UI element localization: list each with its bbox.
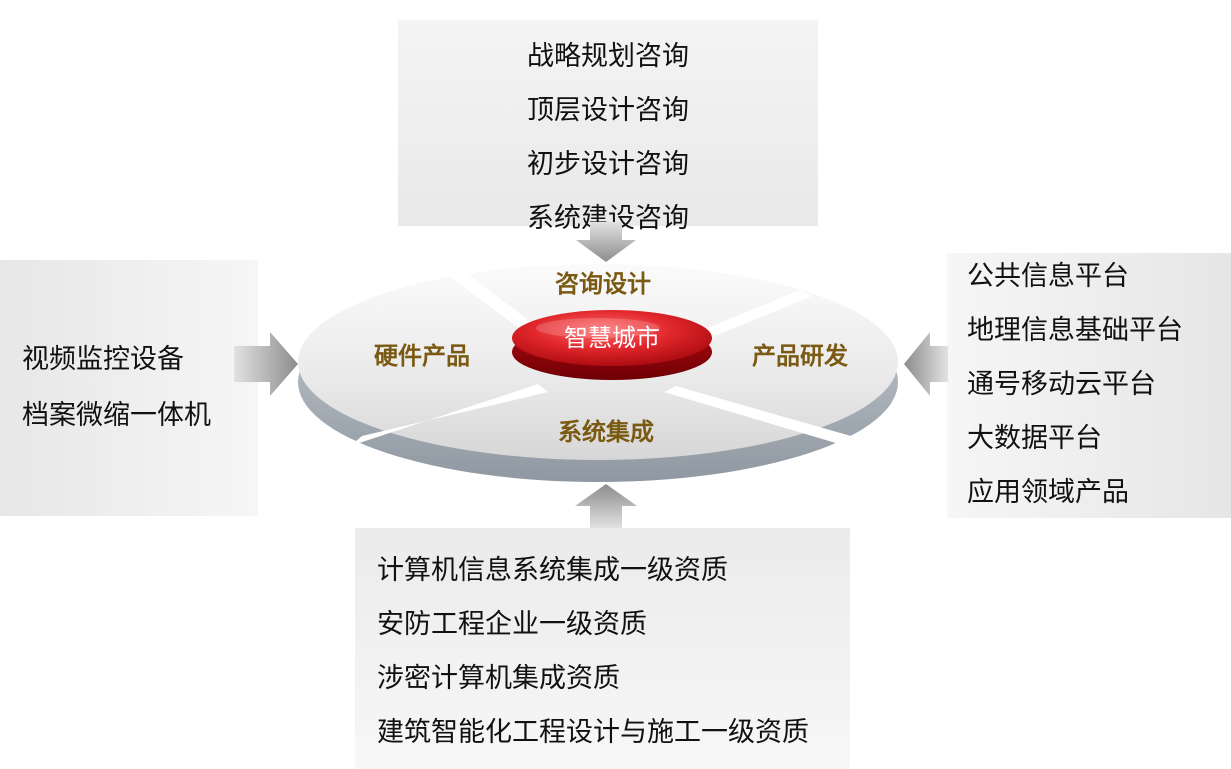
rnd-item: 大数据平台 xyxy=(967,423,1102,454)
arrow-down-icon xyxy=(576,222,636,262)
integration-item: 涉密计算机集成资质 xyxy=(377,663,620,694)
hardware-item: 视频监控设备 xyxy=(22,344,184,375)
rnd-item: 地理信息基础平台 xyxy=(967,315,1183,346)
segment-label-rnd: 产品研发 xyxy=(752,342,848,370)
arrow-left-icon xyxy=(904,332,948,396)
center-label: 智慧城市 xyxy=(564,324,660,352)
segment-label-hardware: 硬件产品 xyxy=(374,342,470,370)
rnd-panel: 公共信息平台 地理信息基础平台 通号移动云平台 大数据平台 应用领域产品 xyxy=(947,253,1231,518)
consulting-item: 顶层设计咨询 xyxy=(527,95,689,126)
rnd-list: 公共信息平台 地理信息基础平台 通号移动云平台 大数据平台 应用领域产品 xyxy=(967,250,1183,520)
integration-list: 计算机信息系统集成一级资质 安防工程企业一级资质 涉密计算机集成资质 建筑智能化… xyxy=(377,544,809,760)
integration-item: 计算机信息系统集成一级资质 xyxy=(377,555,728,586)
integration-panel: 计算机信息系统集成一级资质 安防工程企业一级资质 涉密计算机集成资质 建筑智能化… xyxy=(355,528,850,769)
segment-label-integration: 系统集成 xyxy=(558,418,654,446)
hardware-item: 档案微缩一体机 xyxy=(22,400,211,431)
center-hub: 智慧城市 xyxy=(512,310,712,380)
integration-item: 建筑智能化工程设计与施工一级资质 xyxy=(377,717,809,748)
consulting-item: 战略规划咨询 xyxy=(527,41,689,72)
arrow-right-icon xyxy=(234,332,298,396)
hardware-list: 视频监控设备 档案微缩一体机 xyxy=(22,332,211,444)
arrow-up-icon xyxy=(575,484,637,528)
segment-label-consulting: 咨询设计 xyxy=(555,270,651,298)
rnd-item: 应用领域产品 xyxy=(967,477,1129,508)
consulting-item: 初步设计咨询 xyxy=(527,149,689,180)
rnd-item: 通号移动云平台 xyxy=(967,369,1156,400)
rnd-item: 公共信息平台 xyxy=(967,261,1129,292)
integration-item: 安防工程企业一级资质 xyxy=(377,609,647,640)
hardware-panel: 视频监控设备 档案微缩一体机 xyxy=(0,260,258,516)
